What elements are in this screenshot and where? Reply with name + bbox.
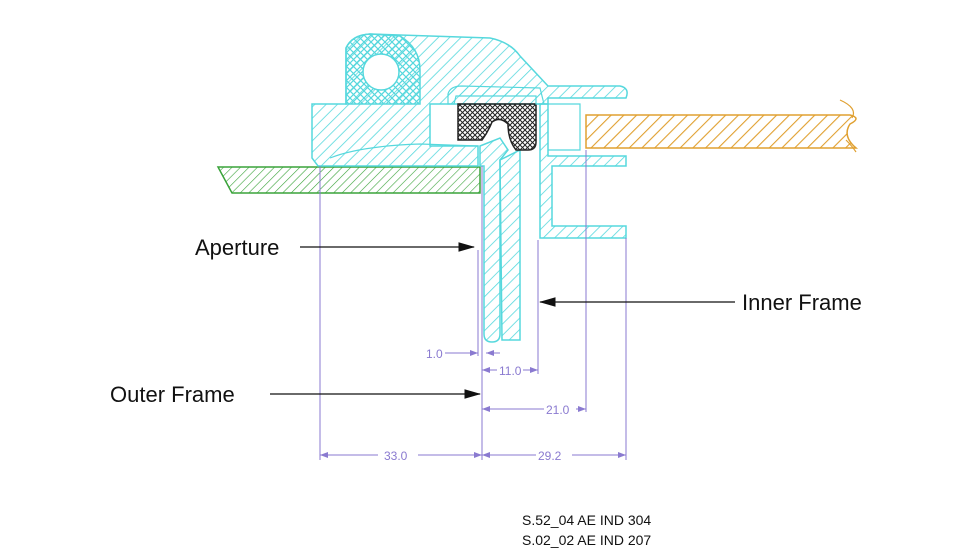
dim-1: 1.0 [426,347,443,361]
dim-29-2: 29.2 [538,449,562,463]
backing-board [585,99,859,153]
leader-lines [270,242,735,399]
gasket-seal [447,85,545,151]
glass-panel [216,166,481,194]
dim-21: 21.0 [546,403,570,417]
code-line-2: S.02_02 AE IND 207 [522,532,651,548]
inner-frame-profile [539,103,627,239]
label-aperture: Aperture [195,235,279,260]
label-outer-frame: Outer Frame [110,382,235,407]
dim-33: 33.0 [384,449,408,463]
dimension-arrows [320,350,626,458]
dim-11: 11.0 [499,364,522,378]
outer-frame-profile [311,33,628,343]
label-inner-frame: Inner Frame [742,290,862,315]
code-line-1: S.52_04 AE IND 304 [522,512,651,528]
dimension-lines [319,150,627,460]
